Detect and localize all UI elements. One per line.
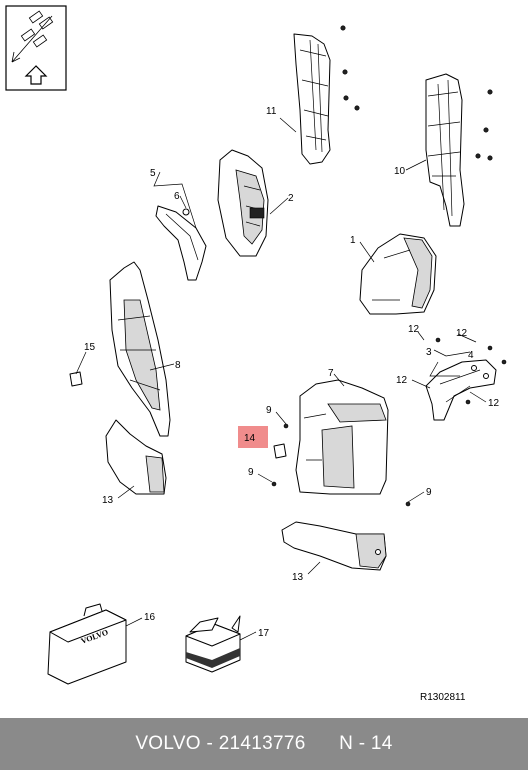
callout-9-right: 9: [426, 487, 432, 498]
callout-9-top: 9: [266, 405, 272, 416]
part-2-housing: [217, 149, 269, 257]
part-number-footer: VOLVO - 21413776 N - 14: [0, 718, 528, 770]
callout-15: 15: [84, 342, 96, 353]
part-8-panel: [109, 261, 171, 437]
part-5-6-bracket: [155, 205, 207, 281]
part-1-headlamp: [359, 233, 437, 315]
callout-12-b: 12: [456, 328, 468, 339]
callout-13-right: 13: [292, 572, 304, 583]
callout-labels: 1 2 3 4 5 6 7 8 9 9 9 10 11 12 12 12 12 …: [84, 106, 500, 639]
callout-14: 14: [244, 433, 256, 444]
callout-12-c: 12: [396, 375, 408, 386]
leader-lines: [75, 117, 487, 641]
part-16-tool-case: VOLVO: [47, 603, 127, 685]
orientation-icon: [5, 5, 67, 91]
footer-part-number: 21413776: [218, 733, 306, 754]
callout-9-left: 9: [248, 467, 254, 478]
reference-code: R1302811: [420, 692, 466, 703]
parts-diagram: VOLVO 1 2 3: [5, 5, 507, 703]
callout-12-a: 12: [408, 324, 420, 335]
footer-position-label: N - 14: [339, 733, 393, 754]
callout-6: 6: [174, 191, 180, 202]
callout-16: 16: [144, 612, 156, 623]
footer-separator: -: [200, 733, 219, 754]
screw-group: [271, 423, 411, 507]
footer-gap: [306, 733, 339, 755]
callout-1: 1: [350, 235, 356, 246]
part-10-bracket: [425, 73, 493, 227]
part-7-corner: [295, 379, 389, 495]
callout-8: 8: [175, 360, 181, 371]
callout-4: 4: [468, 350, 474, 361]
part-13-cover-left: [105, 419, 167, 495]
part-15-label: [69, 371, 83, 387]
footer-brand: VOLVO: [135, 733, 201, 754]
callout-2: 2: [288, 193, 294, 204]
highlight-box-14: [238, 426, 268, 448]
part-3-4-bracket: [425, 337, 507, 421]
callout-13-left: 13: [102, 495, 114, 506]
callout-7: 7: [328, 368, 334, 379]
callout-5: 5: [150, 168, 156, 179]
part-17-box: [185, 615, 241, 673]
callout-3: 3: [426, 347, 432, 358]
callout-10: 10: [394, 166, 406, 177]
callout-11: 11: [266, 106, 277, 117]
part-13-cover-right: [281, 521, 387, 571]
part-14-label: [273, 443, 287, 459]
part-11-bracket: [293, 25, 360, 165]
callout-12-d: 12: [488, 398, 500, 409]
callout-17: 17: [258, 628, 270, 639]
